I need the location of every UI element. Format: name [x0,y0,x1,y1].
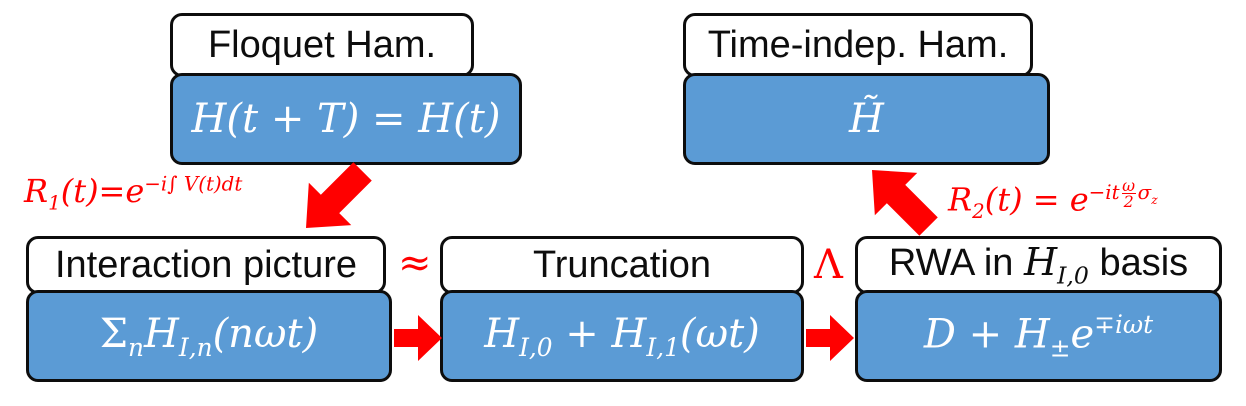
floquet-label-box: Floquet Ham. [170,13,474,77]
rwa-label-box: RWA in HI,0 basis [855,236,1222,294]
r2-arrow [872,170,938,236]
floquet-equation-box: H(t + T) = H(t) [170,73,522,165]
interaction-equation-box: ΣnHI,n(nωt) [26,290,392,382]
interaction-to-truncation-arrow [394,315,442,361]
rwa-label: RWA in HI,0 basis [888,240,1189,290]
floquet-equation: H(t + T) = H(t) [191,96,501,142]
rwa-equation-box: D + H±e∓iωt [855,290,1222,382]
r1-transform: R1(t)=e−i∫ V(t)dt [24,172,243,215]
truncation-equation-box: HI,0 + HI,1(ωt) [440,290,804,382]
r1-arrow [306,162,372,228]
truncation-equation: HI,0 + HI,1(ωt) [484,310,760,362]
lambda-symbol: Λ [814,242,843,288]
truncation-label: Truncation [532,243,712,286]
interaction-label: Interaction picture [54,243,358,286]
time-indep-label: Time-indep. Ham. [707,23,1009,66]
truncation-to-rwa-arrow [806,315,854,361]
interaction-label-box: Interaction picture [26,236,386,294]
floquet-label: Floquet Ham. [207,23,437,66]
time-indep-equation-box: H̃ [683,73,1050,165]
time-indep-label-box: Time-indep. Ham. [683,13,1033,77]
time-indep-equation: H̃ [849,96,884,142]
approx-symbol: ≈ [398,240,432,286]
interaction-equation: ΣnHI,n(nωt) [99,310,319,362]
rwa-equation: D + H±e∓iωt [923,309,1154,363]
truncation-label-box: Truncation [440,236,804,294]
